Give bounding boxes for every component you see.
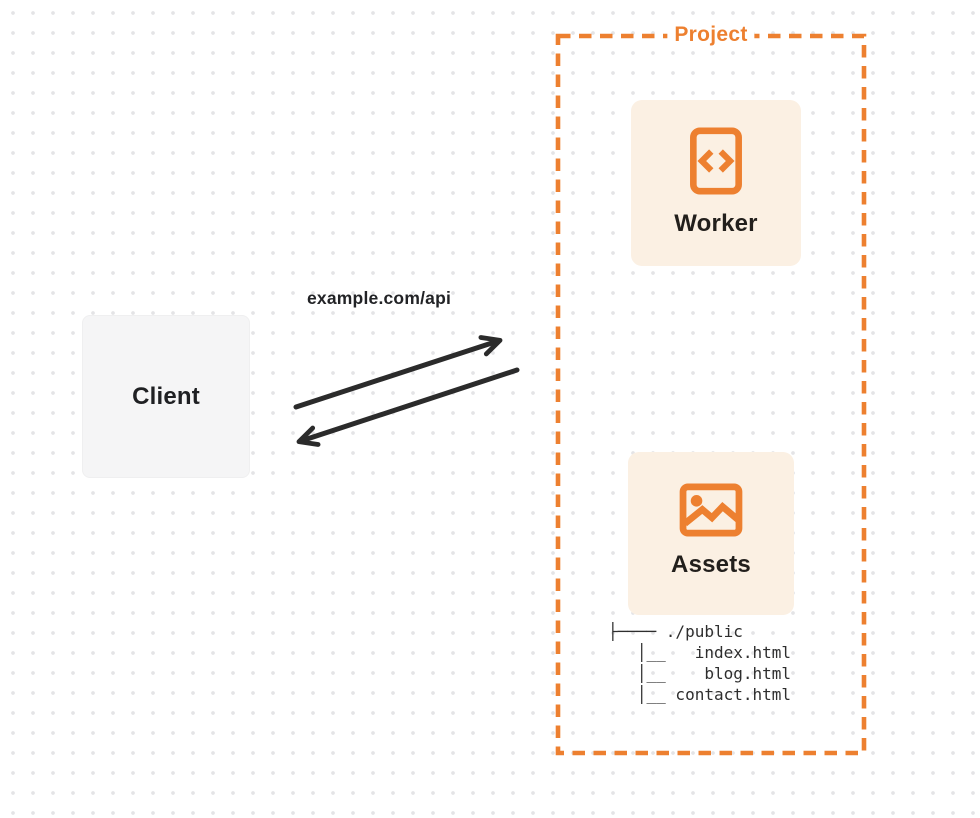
request-arrow <box>293 335 503 410</box>
file-tree-item: │__ index.html <box>608 643 792 662</box>
file-tree-root: ├──── ./public <box>608 622 743 641</box>
client-label: Client <box>132 382 200 410</box>
assets-label: Assets <box>671 551 751 578</box>
response-arrow <box>296 367 520 447</box>
project-title: Project <box>667 23 755 48</box>
file-tree-item: │__ contact.html <box>608 685 792 704</box>
image-icon <box>679 483 743 537</box>
assets-node: Assets <box>628 452 794 615</box>
worker-node: Worker <box>631 100 801 266</box>
code-file-icon <box>690 127 742 195</box>
request-url-label: example.com/api <box>307 288 452 308</box>
file-tree: ├──── ./public │__ index.html │__ blog.h… <box>608 621 791 705</box>
worker-label: Worker <box>674 210 758 237</box>
client-node: Client <box>82 315 250 478</box>
file-tree-item: │__ blog.html <box>608 664 792 683</box>
